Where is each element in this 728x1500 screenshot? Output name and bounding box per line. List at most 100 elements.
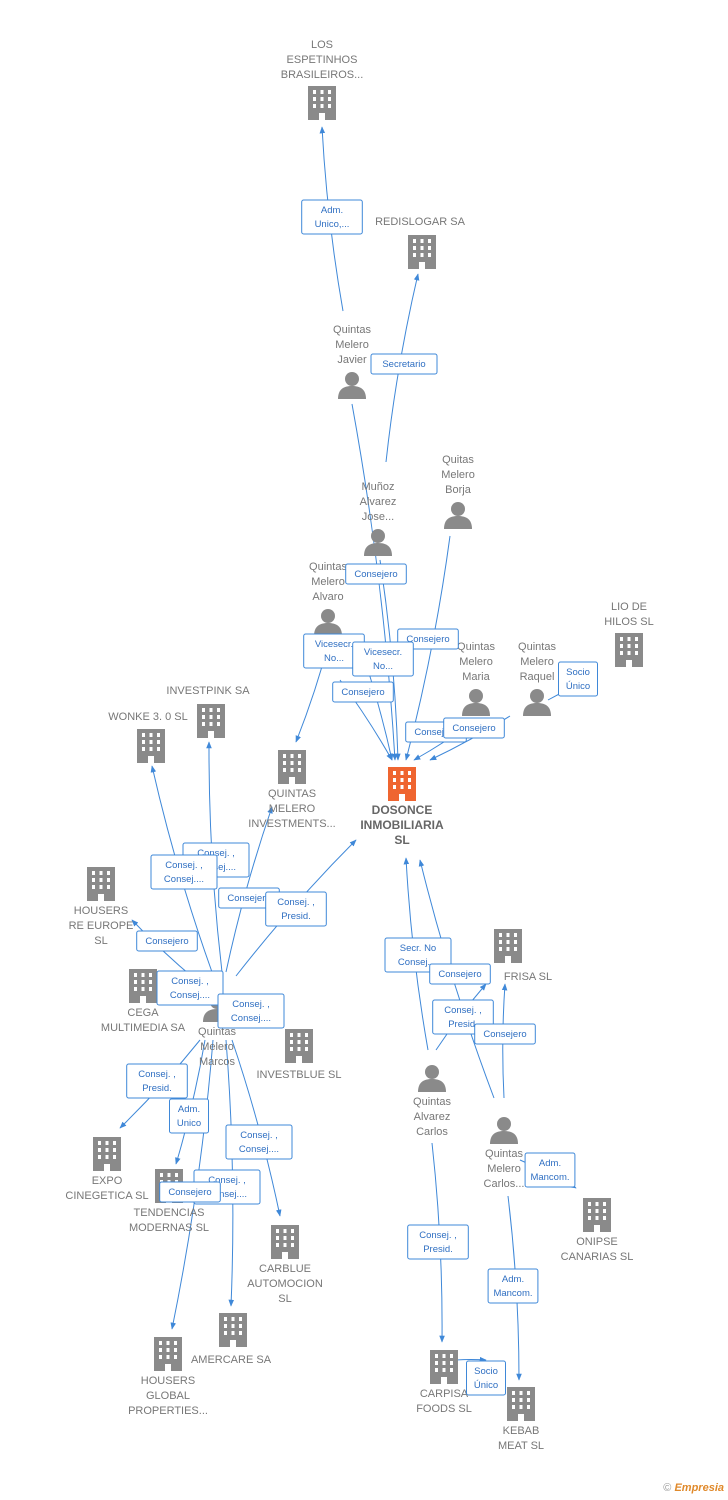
node-label: FRISA SL: [504, 971, 552, 983]
node-wonke[interactable]: WONKE 3. 0 SL: [108, 711, 188, 763]
person-icon: [444, 502, 472, 529]
edge-label-jose-to-redislogar[interactable]: Secretario: [370, 353, 438, 375]
edge-label-carlos_m-to-kebab[interactable]: Adm.Mancom.: [487, 1268, 539, 1304]
node-investpink[interactable]: INVESTPINK SA: [166, 685, 250, 738]
edge-label-jose-to-main[interactable]: Consejero: [345, 563, 407, 585]
node-label: SL: [278, 1293, 291, 1305]
edge-label-text: Socio: [474, 1366, 498, 1377]
edge-label-marcos-to-tendencias[interactable]: Adm.Unico: [169, 1098, 209, 1134]
node-espetinhos[interactable]: LOSESPETINHOSBRASILEIROS...: [281, 39, 364, 120]
building-icon: [583, 1198, 611, 1232]
node-label: Jose...: [362, 511, 394, 523]
node-label: HOUSERS: [74, 905, 128, 917]
building-icon: [271, 1225, 299, 1259]
edge-label-marcos-to-expo[interactable]: Consej. , Presid.: [126, 1063, 188, 1099]
node-label: FOODS SL: [416, 1403, 472, 1415]
node-investblue[interactable]: INVESTBLUE SL: [257, 1029, 342, 1081]
node-label: BRASILEIROS...: [281, 69, 364, 81]
edge-label-marcos-to-main[interactable]: Consej. ,Presid.: [265, 891, 327, 927]
edge-label-marcos-to-housersglobal[interactable]: Consejero: [159, 1181, 221, 1203]
node-label: CANARIAS SL: [561, 1251, 634, 1263]
edge-label-text: Secretario: [382, 359, 425, 370]
node-label: MELERO: [269, 803, 316, 815]
person-icon: [314, 609, 342, 636]
node-label: Quintas: [198, 1026, 236, 1038]
node-label: CARBLUE: [259, 1263, 311, 1275]
node-qminvest[interactable]: QUINTASMELEROINVESTMENTS...: [248, 750, 336, 830]
edge-label-marcos-to-carblue[interactable]: Consej. ,Consej....: [225, 1124, 293, 1160]
edge-label-alvaro-to-main[interactable]: Consejero: [332, 681, 394, 703]
node-label: TENDENCIAS: [134, 1207, 205, 1219]
edge-label-carlos_a-to-carpisa[interactable]: Consej. ,Presid.: [407, 1224, 469, 1260]
edge-label-marcos-to-wonke[interactable]: Consej. ,Consej....: [150, 854, 218, 890]
building-icon: [494, 929, 522, 963]
edge-label-text: Consejero: [227, 893, 270, 904]
edge-label-marcos-to-investblue[interactable]: Consej. ,Consej....: [217, 993, 285, 1029]
edge-label-carlos_m-to-onipse[interactable]: Adm.Mancom.: [524, 1152, 576, 1188]
node-jose[interactable]: MuñozAlvarezJose...: [360, 481, 397, 556]
edge-label-text: Consejero: [406, 634, 449, 645]
node-label: Maria: [462, 671, 490, 683]
node-label: SL: [394, 833, 409, 847]
node-label: Melero: [311, 576, 345, 588]
node-amercare[interactable]: AMERCARE SA: [191, 1313, 272, 1366]
node-label: Quitas: [442, 454, 474, 466]
person-icon: [462, 689, 490, 716]
person-icon: [338, 372, 366, 399]
edge-label-carlos_m-to-main[interactable]: Consejero: [429, 963, 491, 985]
node-redislogar[interactable]: REDISLOGAR SA: [375, 216, 466, 269]
edge-label-alvaro-to-qminvest[interactable]: Vicesecr.No...: [303, 633, 365, 669]
node-carlos_m[interactable]: QuintasMeleroCarlos...: [484, 1117, 525, 1190]
edge-label-text: Consej. ,: [277, 897, 315, 908]
node-label: SL: [94, 935, 107, 947]
edge-label-alvaro-to-main[interactable]: Vicesecr.No...: [352, 641, 414, 677]
node-label: Melero: [441, 469, 475, 481]
edge-label-text: Adm.: [178, 1104, 200, 1115]
edge-label-text: Consej. ,: [171, 976, 209, 987]
edge-label-text: No...: [324, 653, 344, 664]
building-icon: [137, 729, 165, 763]
edge-label-text: Consej. ,: [444, 1005, 482, 1016]
edge-label-text: Presid.: [142, 1083, 172, 1094]
edge-label-carlos_m-to-frisa[interactable]: Consejero: [474, 1023, 536, 1045]
node-frisa[interactable]: FRISA SL: [494, 929, 552, 983]
building-icon: [87, 867, 115, 901]
edge-label-marcos-to-cega[interactable]: Consej. ,Consej....: [156, 970, 224, 1006]
edge-label-javier-to-espetinhos[interactable]: Adm.Unico,...: [301, 199, 363, 235]
building-icon: [408, 235, 436, 269]
edge-label-text: Consejero: [452, 723, 495, 734]
brand-logo-text[interactable]: Empresia: [674, 1482, 724, 1494]
edge-label-marcos-to-housersre[interactable]: Consejero: [136, 930, 198, 952]
building-icon: [388, 767, 416, 801]
edge-label-text: Consej. ,: [138, 1069, 176, 1080]
edge-label-text: Consej. ,: [197, 848, 235, 859]
node-label: Melero: [520, 656, 554, 668]
edge-label-text: Presid.: [448, 1019, 478, 1030]
node-label: Quintas: [413, 1096, 451, 1108]
node-label: LOS: [311, 39, 333, 51]
node-housersglobal[interactable]: HOUSERSGLOBALPROPERTIES...: [128, 1337, 208, 1417]
node-label: Melero: [459, 656, 493, 668]
node-label: Javier: [337, 354, 367, 366]
edge-label-raquel-to-main[interactable]: Consejero: [443, 717, 505, 739]
